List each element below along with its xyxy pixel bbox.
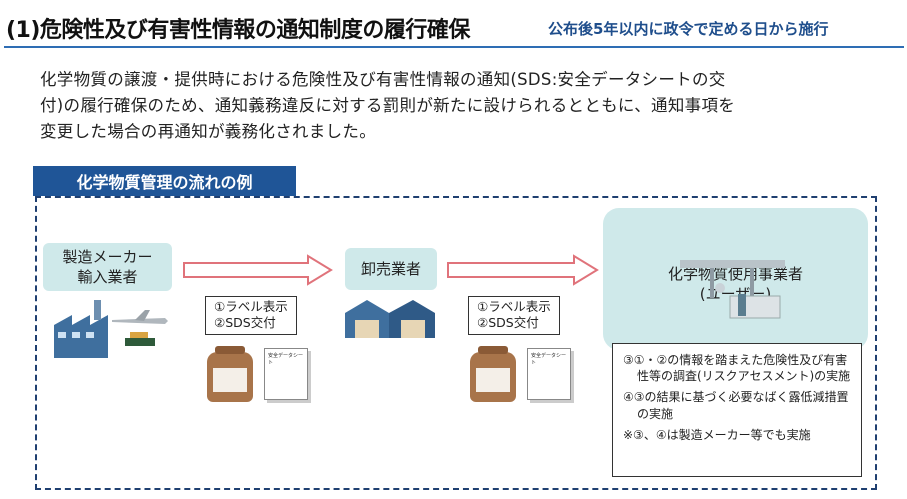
warehouse-icon [345, 300, 435, 338]
flow-frame [35, 196, 877, 490]
wholesaler-box: 卸売業者 [345, 248, 437, 290]
title-divider [4, 46, 904, 48]
sds-sheet-icon: 安全データシート [264, 348, 308, 400]
user-obligations-note: ③①・②の情報を踏まえた危険性及び有害性等の調査(リスクアセスメント)の実施 ④… [612, 343, 862, 477]
factory-icon [54, 300, 108, 358]
sds-sheet-text: 安全データシート [268, 353, 304, 366]
delivery-label-box: ①ラベル表示 ②SDS交付 [468, 296, 560, 335]
note-manufacturer-also: ※③、④は製造メーカー等でも実施 [623, 427, 811, 442]
sds-sheet-icon: 安全データシート [527, 348, 571, 400]
delivery-label-box: ①ラベル表示 ②SDS交付 [205, 296, 297, 335]
intro-line: 化学物質の譲渡・提供時における危険性及び有害性情報の通知(SDS:安全データシー… [40, 70, 726, 89]
airplane-ship-icon [112, 310, 168, 346]
user-label: 化学物質使用事業者 [667, 264, 803, 283]
effective-date-note: 公布後5年以内に政令で定める日から施行 [548, 20, 829, 38]
chemical-bottle-icon [207, 346, 253, 402]
note-exposure-reduction: ④③の結果に基づく必要なばく露低減措置の実施 [623, 390, 849, 421]
sds-delivery-text: ②SDS交付 [477, 315, 539, 331]
intro-line: 付)の履行確保のため、通知義務違反に対する罰則が新たに設けられるとともに、通知事… [40, 96, 736, 115]
factory-equipment-icon [680, 260, 785, 319]
user-box: 化学物質使用事業者 (ユーザー) [603, 208, 868, 350]
note-risk-assessment: ③①・②の情報を踏まえた危険性及び有害性等の調査(リスクアセスメント)の実施 [623, 353, 851, 384]
manufacturer-box: 製造メーカー 輸入業者 [43, 243, 172, 291]
manufacturer-label: 製造メーカー [62, 247, 153, 266]
section-title: (1)危険性及び有害性情報の通知制度の履行確保 [6, 18, 470, 43]
label-display-text: ①ラベル表示 [214, 299, 288, 314]
intro-line: 変更した場合の再通知が義務化されました。 [40, 122, 376, 141]
importer-label: 輸入業者 [77, 268, 138, 286]
sds-delivery-text: ②SDS交付 [214, 315, 276, 331]
arrow-right-icon [183, 254, 333, 286]
arrow-right-icon [447, 254, 599, 286]
label-display-text: ①ラベル表示 [477, 299, 551, 314]
chemical-bottle-icon [470, 346, 516, 402]
sds-sheet-text: 安全データシート [531, 353, 567, 366]
flow-tab-label: 化学物質管理の流れの例 [33, 166, 296, 196]
